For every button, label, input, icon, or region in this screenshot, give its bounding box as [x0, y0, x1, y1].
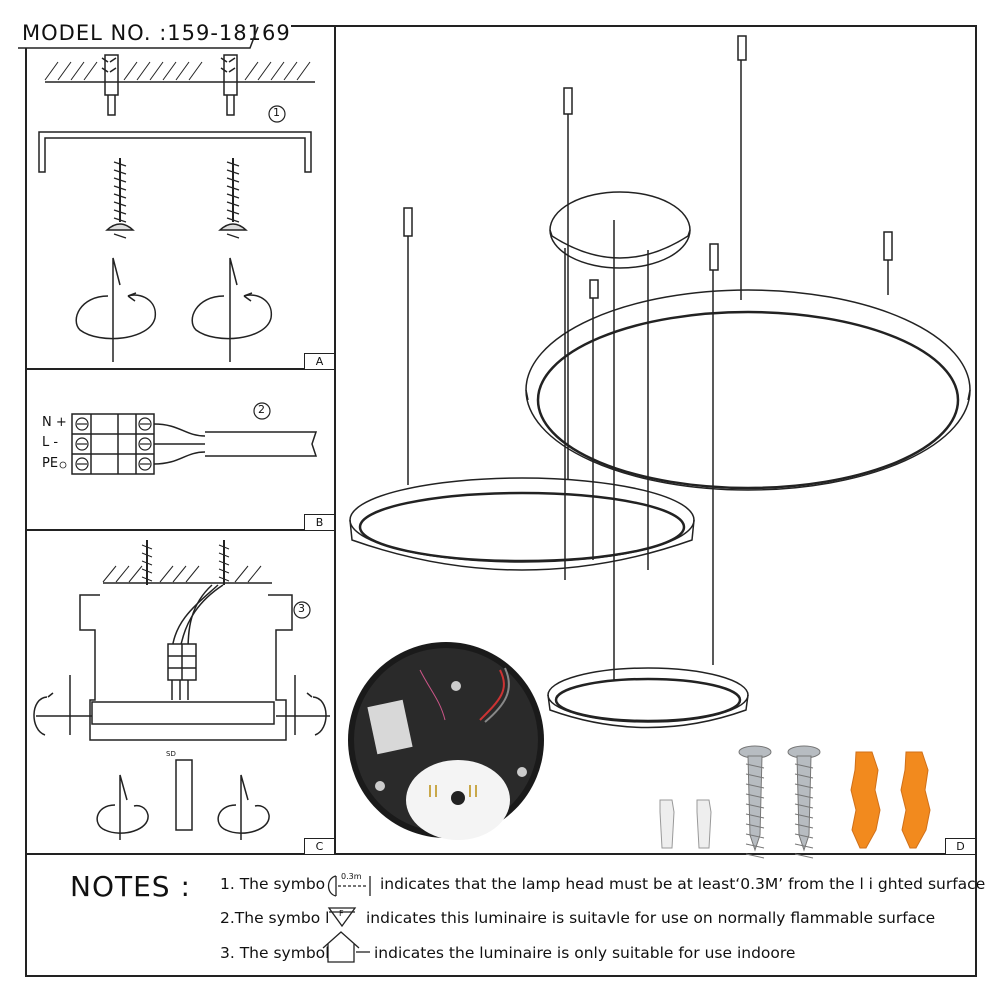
- distance-symbol-icon: [327, 875, 371, 897]
- chandelier-drawing: [349, 35, 971, 729]
- wall-anchor-icon: [850, 751, 931, 849]
- terminal-label-l: L -: [42, 435, 59, 450]
- screw-icon: [787, 745, 821, 859]
- panel-b-drawing: [59, 402, 318, 475]
- rod-mini-label: SD: [166, 750, 176, 758]
- step-number-2: 2: [258, 403, 265, 416]
- screw-icon: [218, 158, 248, 239]
- step-number-3: 3: [298, 602, 305, 615]
- note-2-symbol-label: F: [339, 909, 344, 918]
- note-2-prefix: 2.The symbo l: [220, 909, 330, 927]
- terminal-label-n: N +: [42, 415, 67, 430]
- divider-a-b: [25, 368, 336, 370]
- note-2-text: indicates this luminaire is suitavle for…: [366, 909, 936, 927]
- panel-tag-d: D: [945, 838, 975, 854]
- note-3-text: indicates the luminaire is only suitable…: [374, 944, 796, 962]
- left-column-divider: [25, 25, 336, 855]
- flammable-surface-icon: [327, 907, 357, 928]
- model-number: MODEL NO. :159-18169: [18, 18, 291, 48]
- note-3-prefix: 3. The symbol: [220, 944, 330, 962]
- canopy-photo: [348, 642, 544, 840]
- terminal-label-pe: PE: [42, 456, 59, 471]
- note-1-symbol-label: 0.3m: [341, 872, 362, 881]
- panel-c-drawing: [33, 540, 330, 840]
- divider-b-c: [25, 529, 336, 531]
- panel-tag-c: C: [304, 838, 334, 854]
- panel-tag-a: A: [304, 353, 334, 369]
- notes-title: NOTES :: [70, 870, 191, 903]
- notes-frame: [25, 853, 977, 977]
- screw-icon: [105, 158, 135, 239]
- note-1-text: indicates that the lamp head must be at …: [380, 875, 986, 893]
- note-1-prefix: 1. The symbo: [220, 875, 326, 893]
- panel-tag-b: B: [304, 514, 334, 530]
- wire-connector-icon: [659, 799, 712, 849]
- indoor-use-icon: [322, 931, 370, 963]
- screw-icon: [738, 745, 772, 859]
- panel-a-drawing: [38, 54, 315, 362]
- step-number-1: 1: [273, 106, 280, 119]
